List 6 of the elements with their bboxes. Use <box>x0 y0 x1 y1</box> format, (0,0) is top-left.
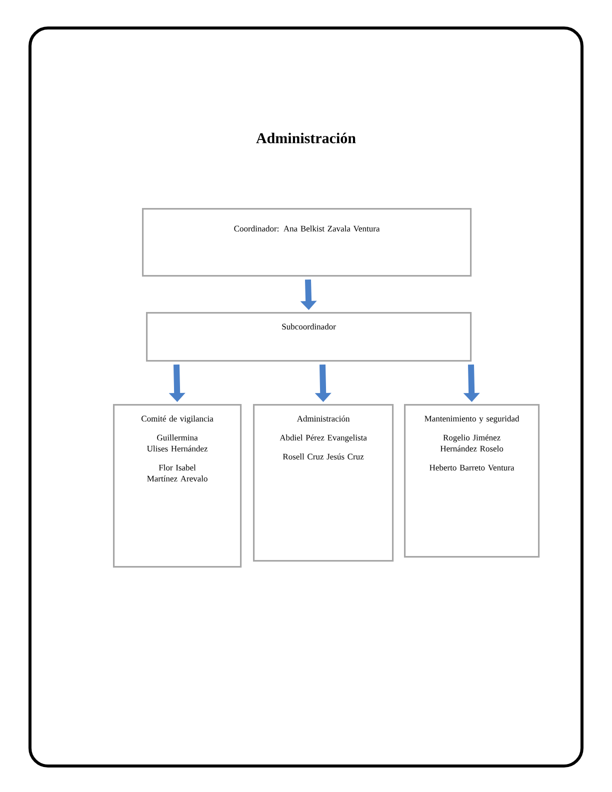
org-box: Mantenimiento y seguridad Rogelio Jiménez Hernández Roselo Heberto Barreto Ventura <box>404 404 540 558</box>
org-box: Administración Abdiel Pérez Evangelista Rosell Cruz Jesús Cruz <box>253 404 394 562</box>
org-box: Comité de vigilancia Guillermina Ulises Hernández Flor Isabel Martínez Arevalo <box>113 404 242 568</box>
org-box: Subcoordinador <box>146 312 472 362</box>
org-box: Coordinador: Ana Belkist Zavala Ventura <box>142 208 472 277</box>
title: Administración <box>256 132 356 144</box>
